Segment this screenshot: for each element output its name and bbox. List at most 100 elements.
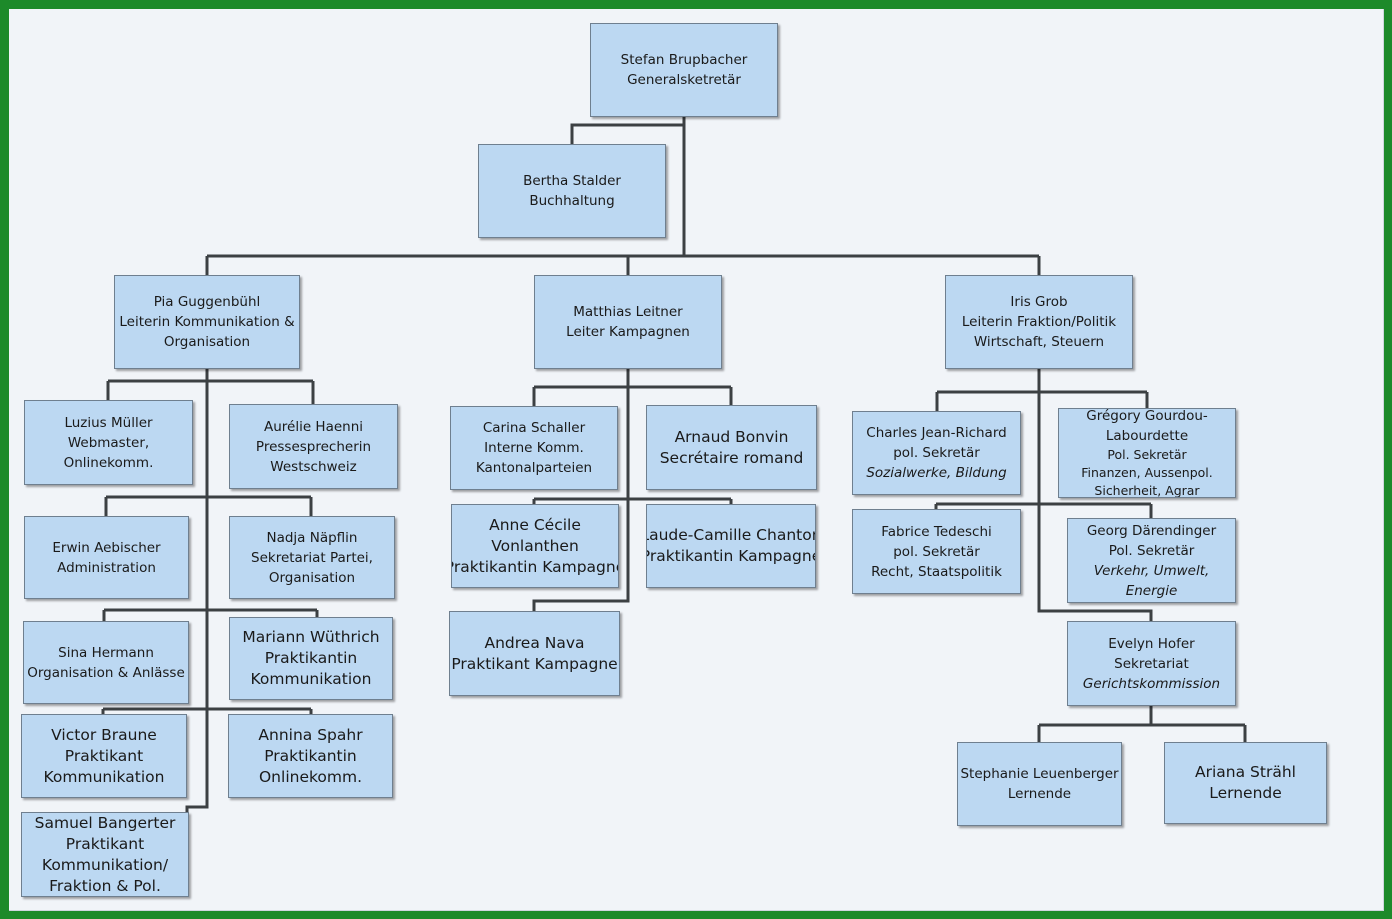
node-portfolio: Finanzen, Aussenpol. (1081, 465, 1213, 480)
node-name: Labourdette (1105, 428, 1189, 444)
node-role: Interne Komm. (484, 440, 584, 456)
node-portfolio: Recht, Staatspolitik (871, 563, 1002, 580)
node-carina-schaller: Carina Schaller Interne Komm. Kantonalpa… (450, 406, 618, 490)
node-sina-hermann: Sina Hermann Organisation & Anlässe (23, 621, 189, 704)
node-role: Webmaster, (67, 434, 150, 451)
node-name: Matthias Leitner (573, 304, 683, 320)
node-name: Fabrice Tedeschi (881, 523, 992, 540)
node-name: Andrea Nava (484, 633, 585, 652)
node-name: Stephanie Leuenberger (960, 766, 1119, 782)
node-name: Carina Schaller (482, 420, 586, 436)
node-portfolio: Sozialwerke, Bildung (866, 465, 1007, 481)
node-samuel-bangerter: Samuel Bangerter Praktikant Kommunikatio… (21, 812, 189, 897)
connector-politics-row2 (934, 502, 1153, 518)
node-name: Pia Guggenbühl (153, 294, 261, 310)
node-role: Kantonalparteien (475, 460, 593, 476)
node-iris-grob: Iris Grob Leiterin Fraktion/Politik Wirt… (945, 275, 1133, 369)
connector-campaign-row1 (532, 385, 733, 406)
connector-comm-row2 (104, 495, 313, 516)
node-portfolio: Gerichtskommission (1082, 675, 1221, 692)
node-role: Organisation (163, 334, 251, 350)
node-role: Generalsketretär (627, 72, 741, 88)
node-name: Nadja Näpflin (266, 529, 358, 546)
node-nadja-naepflin: Nadja Näpflin Sekretariat Partei, Organi… (229, 516, 395, 599)
node-matthias-leitner: Matthias Leitner Leiter Kampagnen (534, 275, 722, 369)
node-fabrice-tedeschi: Fabrice Tedeschi pol. Sekretär Recht, St… (852, 509, 1021, 594)
connector-comm-row4 (101, 707, 313, 714)
node-annina-spahr: Annina Spahr Praktikantin Onlinekomm. (228, 714, 393, 798)
node-role: Praktikant Kampagne (451, 654, 618, 673)
node-role: Leiter Kampagnen (566, 324, 690, 340)
node-anne-cecile-vonlanthen: Anne Cécile Vonlanthen Praktikantin Kamp… (451, 504, 619, 588)
node-role: Secrétaire romand (659, 448, 804, 467)
connector-lines (101, 116, 1247, 812)
node-role: pol. Sekretär (893, 445, 980, 461)
node-role: pol. Sekretär (893, 543, 980, 560)
node-name: Mariann Wüthrich (242, 628, 380, 646)
node-name: Charles Jean-Richard (866, 425, 1007, 441)
connector-top-to-staff (570, 123, 684, 144)
node-portfolio: Sicherheit, Agrar (1094, 483, 1200, 498)
node-role: Organisation & Anlässe (27, 664, 185, 681)
connector-campaign-trunk (532, 368, 630, 611)
node-role: Praktikant (64, 746, 144, 765)
node-name: Iris Grob (1010, 294, 1068, 310)
node-name: Stefan Brupbacher (620, 52, 748, 68)
node-name: Evelyn Hofer (1108, 635, 1195, 652)
node-name: Samuel Bangerter (34, 813, 176, 832)
node-name: Victor Braune (51, 725, 157, 744)
node-name: Aurélie Haenni (263, 418, 364, 435)
node-andrea-nava: Andrea Nava Praktikant Kampagne (449, 611, 620, 696)
node-name: Georg Därendinger (1086, 522, 1217, 539)
node-charles-jean-richard: Charles Jean-Richard pol. Sekretär Sozia… (852, 411, 1021, 495)
node-role: Pol. Sekretär (1108, 542, 1195, 559)
node-aurelie-haenni: Aurélie Haenni Pressesprecherin Westschw… (229, 404, 398, 489)
node-pia-guggenbuehl: Pia Guggenbühl Leiterin Kommunikation & … (114, 275, 300, 369)
connector-comm-row1 (106, 379, 315, 404)
node-portfolio: Energie (1125, 582, 1178, 599)
node-role: Fraktion & Pol. (49, 876, 161, 895)
node-role: Kommunikation (250, 670, 372, 688)
node-name: Laude-Camille Chanton (646, 526, 816, 544)
node-role: Praktikantin (264, 746, 357, 765)
node-name: Annina Spahr (258, 725, 363, 744)
org-chart-canvas: Stefan Brupbacher Generalsketretär Berth… (9, 9, 1384, 911)
node-name: Bertha Stalder (523, 173, 621, 189)
node-portfolio: Verkehr, Umwelt, (1093, 562, 1210, 579)
connector-politics-trunk (1037, 368, 1153, 621)
node-role: Praktikantin (264, 649, 358, 667)
node-ariana-straehl: Ariana Strähl Lernende (1164, 742, 1327, 824)
node-evelyn-hofer: Evelyn Hofer Sekretariat Gerichtskommiss… (1067, 621, 1236, 706)
node-role: Praktikantin Kampagne (451, 557, 619, 576)
node-role: Leiterin Fraktion/Politik (961, 314, 1117, 330)
node-victor-braune: Victor Braune Praktikant Kommunikation (21, 714, 187, 798)
node-bertha-stalder: Bertha Stalder Buchhaltung (478, 144, 666, 238)
node-role: Kommunikation (43, 767, 165, 786)
connector-comm-row3 (102, 608, 319, 621)
node-name: Vonlanthen (491, 536, 579, 555)
node-gregory-gourdou-labourdette: Grégory Gourdou- Labourdette Pol. Sekret… (1058, 408, 1236, 498)
node-role: Onlinekomm. (63, 454, 154, 471)
node-role: Westschweiz (270, 458, 357, 475)
node-role: Leiterin Kommunikation & (119, 314, 295, 330)
node-name: Luzius Müller (64, 414, 153, 431)
node-role: Lernende (1209, 784, 1282, 802)
node-role: Sekretariat (1114, 655, 1189, 672)
node-laude-camille-chanton: Laude-Camille Chanton Praktikantin Kampa… (646, 504, 816, 588)
node-role: Kommunikation/ (41, 855, 169, 874)
node-name: Sina Hermann (58, 644, 154, 661)
node-role: Buchhaltung (529, 193, 615, 209)
node-role: Wirtschaft, Steuern (973, 334, 1105, 350)
node-role: Praktikantin Kampagne (646, 547, 816, 565)
node-name: Anne Cécile (489, 515, 581, 534)
node-name: Arnaud Bonvin (674, 427, 789, 446)
node-role: Praktikant (65, 834, 145, 853)
node-name: Erwin Aebischer (52, 539, 161, 556)
node-stefan-brupbacher: Stefan Brupbacher Generalsketretär (590, 23, 778, 117)
node-role: Onlinekomm. (258, 767, 363, 786)
node-name: Ariana Strähl (1195, 763, 1296, 781)
connector-hofer-to-apprentices (1037, 705, 1247, 742)
connector-politics-row1 (935, 390, 1149, 411)
connector-campaign-row2 (532, 497, 733, 504)
node-role: Pressesprecherin (255, 438, 372, 455)
